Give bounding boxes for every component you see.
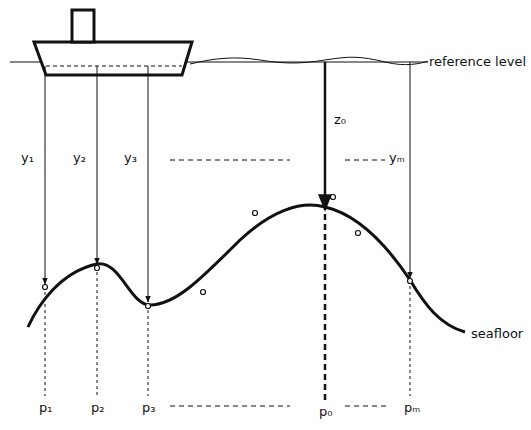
- ship-hull: [34, 42, 192, 75]
- depth-label: y₃: [123, 150, 138, 165]
- projection-line: [324, 214, 327, 400]
- sounding-point: [95, 266, 100, 271]
- position-label: p₃: [141, 400, 156, 415]
- water-surface: [190, 57, 432, 64]
- depth-label: y₂: [72, 150, 87, 165]
- ellipsis-line: [170, 160, 290, 161]
- depth-arrow: [148, 66, 149, 302]
- depth-arrow: [410, 62, 411, 278]
- depth-label: z₀: [333, 112, 347, 127]
- depth-arrow: [45, 66, 46, 284]
- projection-line: [97, 272, 98, 396]
- ellipsis-line: [170, 406, 290, 407]
- depth-arrow: [324, 62, 327, 210]
- position-label: p₁: [38, 400, 53, 415]
- position-label: p₂: [90, 400, 105, 415]
- reference-label: reference level: [428, 54, 527, 69]
- projection-line: [45, 292, 46, 396]
- depth-arrow: [97, 66, 98, 264]
- projection-line: [410, 286, 411, 396]
- sounding-point: [201, 290, 206, 295]
- sounding-point: [331, 195, 336, 200]
- position-label: p₀: [318, 404, 333, 419]
- seafloor-label: seafloor: [470, 326, 524, 341]
- depth-label: y₁: [20, 150, 35, 165]
- sounding-point: [43, 285, 48, 290]
- seafloor-curve: [28, 205, 465, 332]
- sounding-points: [43, 195, 413, 309]
- ellipsis-line: [345, 406, 390, 407]
- position-label: pₘ: [403, 400, 421, 415]
- sounding-point: [253, 211, 258, 216]
- ellipsis-line: [345, 160, 385, 161]
- draft-line: [46, 66, 182, 67]
- sounding-point: [356, 231, 361, 236]
- projection-line: [148, 310, 149, 396]
- sounding-point: [146, 304, 151, 309]
- depth-label: yₘ: [388, 150, 406, 165]
- sounding-point: [408, 279, 413, 284]
- ship-cabin: [72, 10, 94, 42]
